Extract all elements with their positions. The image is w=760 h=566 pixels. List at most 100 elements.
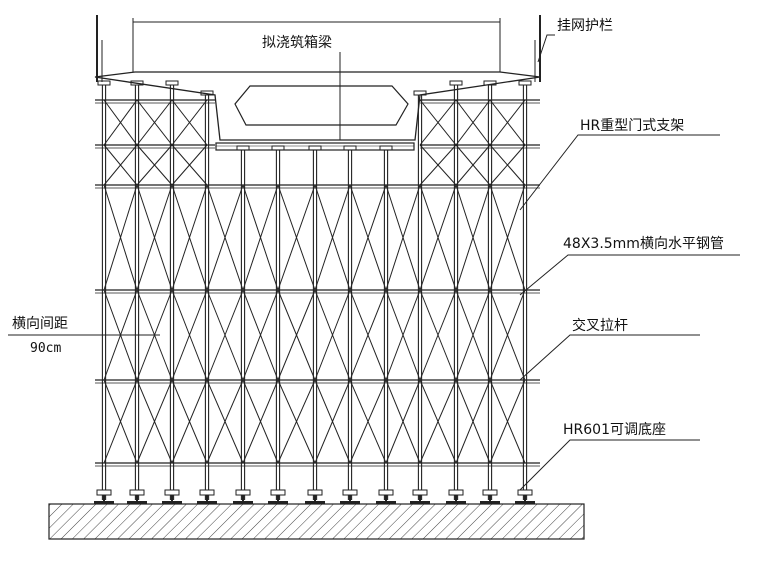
cross-brace [171, 99, 208, 146]
cross-brace [385, 289, 421, 381]
base-plate [515, 501, 535, 504]
base-plate [233, 501, 253, 504]
cross-brace [171, 144, 208, 186]
formwork-beam [215, 142, 415, 151]
cross-brace [206, 379, 244, 464]
top-head [449, 80, 463, 86]
cross-brace [349, 289, 387, 381]
cross-brace [103, 99, 138, 146]
base-plate [94, 501, 114, 504]
cross-brace [349, 379, 387, 464]
cross-brace [455, 184, 491, 291]
cross-brace [489, 144, 526, 186]
cross-brace [314, 379, 351, 464]
cross-brace [385, 184, 421, 291]
cross-brace [349, 184, 387, 291]
cross-brace [206, 289, 244, 381]
cross-brace-label: 交叉拉杆 [572, 317, 628, 334]
cross-brace [136, 144, 173, 186]
base-nut [378, 489, 394, 496]
cross-brace [455, 99, 491, 146]
spacing-title-label: 横向间距 [12, 316, 68, 332]
base-plate [305, 501, 325, 504]
base-plate [268, 501, 288, 504]
cross-brace [277, 184, 316, 291]
base-plate [480, 501, 500, 504]
cross-brace [171, 184, 208, 291]
cross-brace [171, 379, 208, 464]
base-nut [517, 489, 533, 496]
base-plate [446, 501, 466, 504]
base-nut [448, 489, 464, 496]
box-girder [94, 18, 541, 151]
cross-brace [103, 184, 138, 291]
cross-brace [242, 379, 279, 464]
base-plate [162, 501, 182, 504]
cross-brace [419, 144, 457, 186]
cross-brace [136, 99, 173, 146]
top-head [379, 145, 393, 151]
base-nut [199, 489, 215, 496]
girder-void [234, 85, 409, 126]
cross-brace [242, 184, 279, 291]
cross-brace [171, 289, 208, 381]
cross-brace [206, 184, 244, 291]
cross-brace [455, 289, 491, 381]
base-plate [197, 501, 217, 504]
top-head [165, 80, 179, 86]
top-head [343, 145, 357, 151]
top-head [308, 145, 322, 151]
cross-brace [136, 379, 173, 464]
base-nut [164, 489, 180, 496]
cross-brace [489, 184, 526, 291]
cross-brace [136, 184, 173, 291]
top-head [97, 80, 111, 86]
guardrail-posts [96, 15, 541, 82]
cross-brace [455, 379, 491, 464]
cross-brace [277, 379, 316, 464]
base-nut [270, 489, 286, 496]
base-label: HR601可调底座 [563, 422, 666, 438]
base-nut [482, 489, 498, 496]
adjustable-bases [94, 489, 535, 504]
frame-label: HR重型门式支架 [580, 118, 684, 134]
base-plate [376, 501, 396, 504]
base-nut [307, 489, 323, 496]
cross-brace [314, 289, 351, 381]
cross-brace [489, 289, 526, 381]
cross-brace [103, 144, 138, 186]
spacing-value-label: 90cm [30, 341, 61, 356]
guardrail-label: 挂网护栏 [557, 18, 613, 34]
top-head [236, 145, 250, 151]
foundation-slab [48, 503, 585, 540]
cross-brace [314, 184, 351, 291]
steel-pipe-label: 48X3.5mm横向水平钢管 [563, 236, 724, 252]
deck-slab [94, 71, 541, 141]
cross-brace [419, 184, 457, 291]
cross-brace [242, 289, 279, 381]
base-nut [235, 489, 251, 496]
cross-brace [419, 379, 457, 464]
cross-brace [419, 289, 457, 381]
base-plate [410, 501, 430, 504]
leader-lines [8, 34, 740, 491]
top-head [518, 80, 532, 86]
cross-brace [419, 99, 457, 146]
base-plate [340, 501, 360, 504]
beam-label: 拟浇筑箱梁 [262, 35, 332, 51]
top-head [271, 145, 285, 151]
cross-brace [385, 379, 421, 464]
cross-brace [277, 289, 316, 381]
cross-bracing [103, 99, 526, 464]
cross-brace [455, 144, 491, 186]
base-nut [412, 489, 428, 496]
cross-brace [489, 99, 526, 146]
base-nut [342, 489, 358, 496]
cross-brace [489, 379, 526, 464]
base-plate [127, 501, 147, 504]
horizontal-ledgers [95, 99, 540, 467]
base-nut [129, 489, 145, 496]
base-nut [96, 489, 112, 496]
cross-brace [103, 379, 138, 464]
